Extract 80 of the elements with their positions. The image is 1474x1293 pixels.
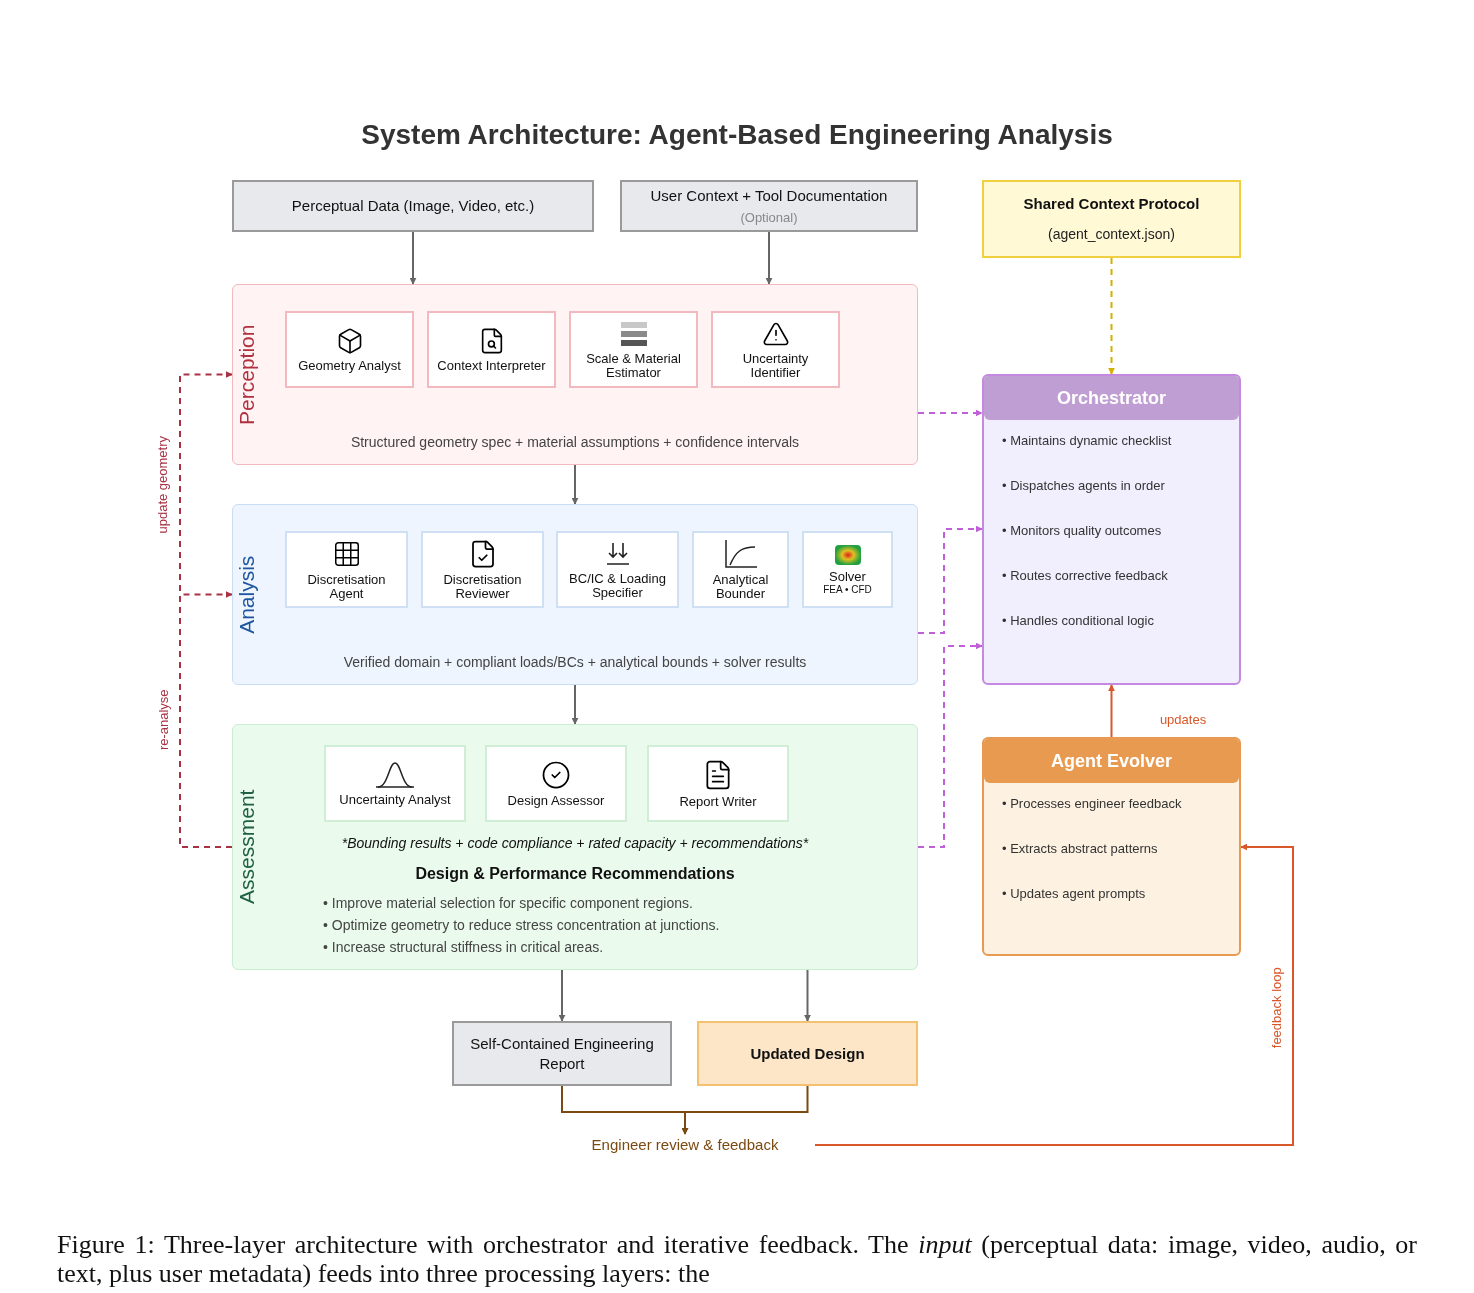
agent-name: Solver	[828, 569, 867, 584]
protocol-box	[982, 180, 1241, 258]
bullet-item: • Routes corrective feedback	[1002, 567, 1169, 585]
layer-title: Assessment	[234, 789, 260, 905]
box-label: Self-Contained Engineering Report	[469, 1033, 655, 1074]
analysis-layer	[232, 504, 918, 685]
arrow	[804, 969, 811, 1022]
arrow	[409, 231, 417, 285]
arrow	[558, 969, 566, 1022]
bullet-item: • Updates agent prompts	[1002, 885, 1147, 903]
layer-summary: Structured geometry spec + material assumptions + confidence intervals	[349, 433, 801, 452]
agent-card	[647, 745, 789, 822]
edge-label: updates	[1159, 711, 1207, 730]
dashed-arrow	[917, 525, 983, 634]
box-title: Shared Context Protocol	[1023, 194, 1200, 215]
box-title: User Context + Tool Documentation	[650, 186, 888, 206]
panel-header: Agent Evolver	[984, 739, 1239, 783]
box-subtitle: (Optional)	[740, 208, 798, 227]
agent-card	[692, 531, 789, 608]
recommendation-item: • Optimize geometry to reduce stress concentration at junctions.	[322, 916, 721, 935]
edge-label: update geometry	[154, 436, 172, 534]
layer-summary: Verified domain + compliant loads/BCs + analytical bounds + solver results	[342, 653, 808, 672]
edge-label: feedback loop	[1267, 967, 1285, 1049]
input-box	[232, 180, 594, 232]
feedback-label: Engineer review & feedback	[580, 1134, 790, 1156]
bullet-item: • Processes engineer feedback	[1002, 795, 1183, 813]
output-box	[697, 1021, 918, 1086]
dashed-arrow	[917, 409, 983, 417]
agent-card	[285, 311, 414, 388]
box-title: Perceptual Data (Image, Video, etc.)	[291, 195, 535, 216]
bullet-item: • Maintains dynamic checklist	[1002, 432, 1173, 450]
dashed-arrow	[917, 642, 983, 848]
arrow	[765, 231, 773, 285]
agent-card	[324, 745, 466, 822]
panel-header: Orchestrator	[984, 376, 1239, 420]
bullet-item: • Handles conditional logic	[1002, 612, 1155, 630]
agent-name: BC/IC & Loading Specifier	[568, 571, 667, 600]
agent-name: Design Assessor	[506, 793, 606, 808]
agent-name: Discretisation Reviewer	[442, 572, 523, 601]
agent-name: Scale & Material Estimator	[585, 351, 682, 380]
box-label: Updated Design	[749, 1043, 866, 1064]
diagram-title: System Architecture: Agent-Based Engineering Analysis	[361, 118, 1113, 152]
agent-name: Analytical Bounder	[711, 572, 770, 601]
arrow	[681, 1085, 809, 1135]
agent-name: Uncertainty Analyst	[338, 792, 452, 807]
edge-label: re-analyse	[154, 689, 172, 751]
arrow	[571, 684, 579, 725]
agent-card	[802, 531, 893, 608]
assessment-layer	[232, 724, 918, 970]
input-box	[620, 180, 918, 232]
dashed-arrow	[179, 591, 233, 848]
agent-name: Report Writer	[678, 794, 758, 809]
box-subtitle: (agent_context.json)	[1048, 224, 1175, 244]
agent-card	[569, 311, 698, 388]
figure-caption: Figure 1: Three-layer architecture with orchestrator and iterative feedback. The input (perceptual data: image, video, audio, or text, plus user metadata) feeds into three processing layers: the	[57, 1230, 1417, 1288]
agent-card	[427, 311, 556, 388]
agent-name: Discretisation Agent	[306, 572, 387, 601]
agent-card	[711, 311, 840, 388]
agent-subtitle: FEA • CFD	[823, 583, 872, 596]
agent-card	[556, 531, 679, 608]
agent-evolver-panel	[982, 737, 1241, 956]
bullet-item: • Monitors quality outcomes	[1002, 522, 1163, 540]
agent-card	[285, 531, 408, 608]
arrow	[814, 843, 1294, 1146]
perception-layer	[232, 284, 918, 465]
agent-card	[421, 531, 544, 608]
layer-title: Perception	[234, 324, 260, 425]
bullet-item: • Extracts abstract patterns	[1002, 840, 1159, 858]
agent-name: Geometry Analyst	[297, 358, 402, 373]
bullet-item: • Dispatches agents in order	[1002, 477, 1166, 495]
agent-card	[485, 745, 627, 822]
recommendation-item: • Increase structural stiffness in critical areas.	[322, 938, 605, 957]
output-box	[452, 1021, 672, 1086]
arrow	[571, 464, 579, 505]
layer-title: Analysis	[234, 555, 260, 634]
dashed-arrow	[1108, 257, 1115, 375]
agent-name: Uncertainty Identifier	[741, 351, 810, 380]
orchestrator-panel	[982, 374, 1241, 685]
agent-name: Context Interpreter	[436, 358, 547, 373]
arrow	[1108, 684, 1115, 738]
